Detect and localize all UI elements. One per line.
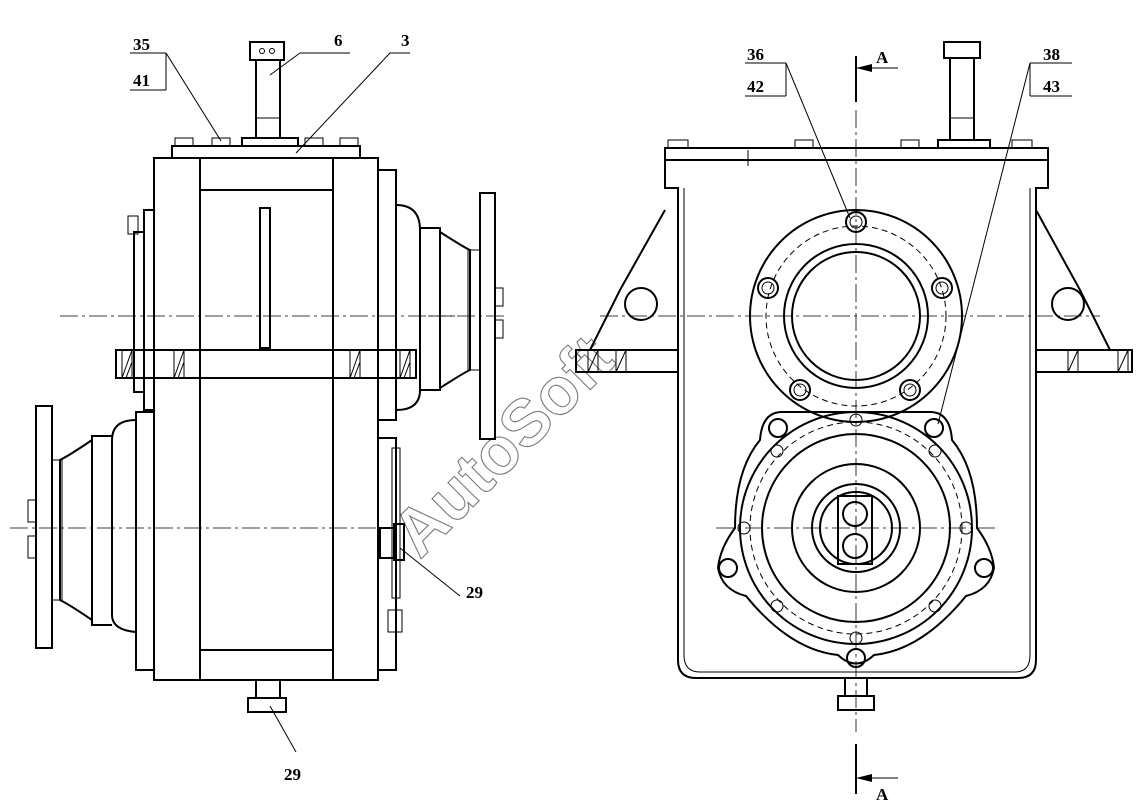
callout-41: 41 [133, 71, 150, 90]
side-view [10, 41, 505, 713]
callout-6: 6 [334, 31, 343, 50]
leader-lines [130, 52, 1072, 753]
section-label-bottom: A [876, 785, 889, 804]
mounting-lug-right [1035, 209, 1133, 373]
front-view [575, 41, 1133, 732]
section-marker-top: A [855, 48, 898, 102]
callout-43: 43 [1043, 77, 1060, 96]
watermark: AutoSoft [378, 321, 627, 570]
callout-38: 38 [1043, 45, 1060, 64]
callout-29-bottom: 29 [284, 765, 301, 784]
callout-35: 35 [133, 35, 150, 54]
cover-bolts [174, 137, 359, 147]
drain-plug-bottom [247, 679, 287, 713]
callout-42: 42 [747, 77, 764, 96]
top-bolts [667, 139, 1033, 149]
callout-36: 36 [747, 45, 764, 64]
breather [943, 41, 981, 141]
section-label-top: A [876, 48, 889, 67]
lower-input-flange [27, 405, 137, 649]
callout-29-right: 29 [466, 583, 483, 602]
section-marker-bottom: A [855, 744, 898, 804]
filler-plug [249, 41, 285, 139]
upper-output-flange [395, 192, 505, 440]
flange-hatching [121, 349, 411, 379]
callout-3: 3 [401, 31, 410, 50]
mounting-lug-left [575, 209, 679, 373]
